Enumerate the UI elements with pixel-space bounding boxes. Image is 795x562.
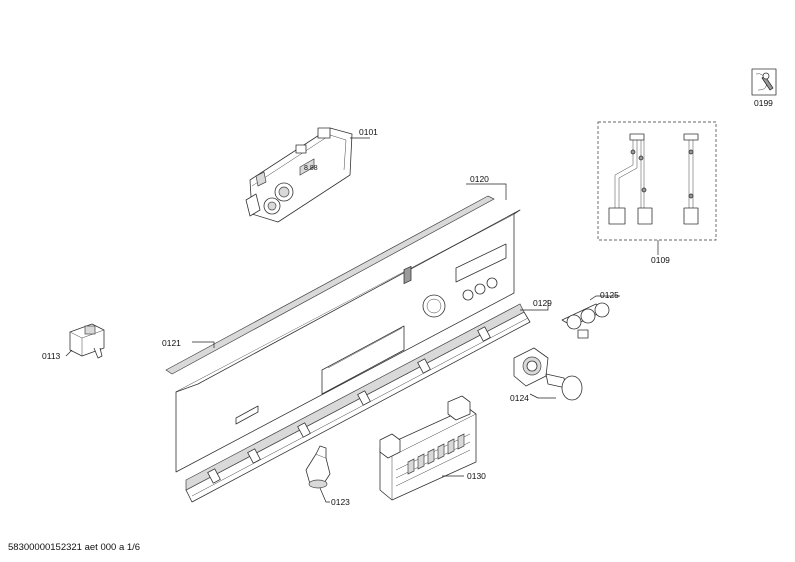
part-0130-terminal-block xyxy=(379,265,477,501)
service-wrench-icon xyxy=(751,68,777,96)
label-0123: 0123 xyxy=(331,497,350,507)
label-0109: 0109 xyxy=(651,255,670,265)
part-0125-button-block xyxy=(561,302,610,339)
part-0121-trim-strip xyxy=(165,195,495,375)
part-0124-knob-cap xyxy=(513,347,583,401)
label-0120: 0120 xyxy=(470,174,489,184)
label-0124: 0124 xyxy=(510,393,529,403)
part-0120-control-panel xyxy=(175,209,521,473)
part-0123-clip xyxy=(305,445,331,489)
part-0113-bracket xyxy=(69,323,105,359)
label-0129: 0129 xyxy=(533,298,552,308)
part-0129-lower-rail xyxy=(185,303,531,503)
drawing-number: 58300000152321 aet 000 a 1/6 xyxy=(8,542,141,553)
label-0199: 0199 xyxy=(754,98,773,108)
label-0130: 0130 xyxy=(467,471,486,481)
label-0101: 0101 xyxy=(359,127,378,137)
svg-text:8.88: 8.88 xyxy=(304,165,318,172)
part-0101-control-module: 8.88 xyxy=(245,127,353,223)
label-0125: 0125 xyxy=(600,290,619,300)
label-0113: 0113 xyxy=(42,351,61,361)
part-0109-wiring-harness xyxy=(597,121,717,241)
label-0121: 0121 xyxy=(162,338,181,348)
